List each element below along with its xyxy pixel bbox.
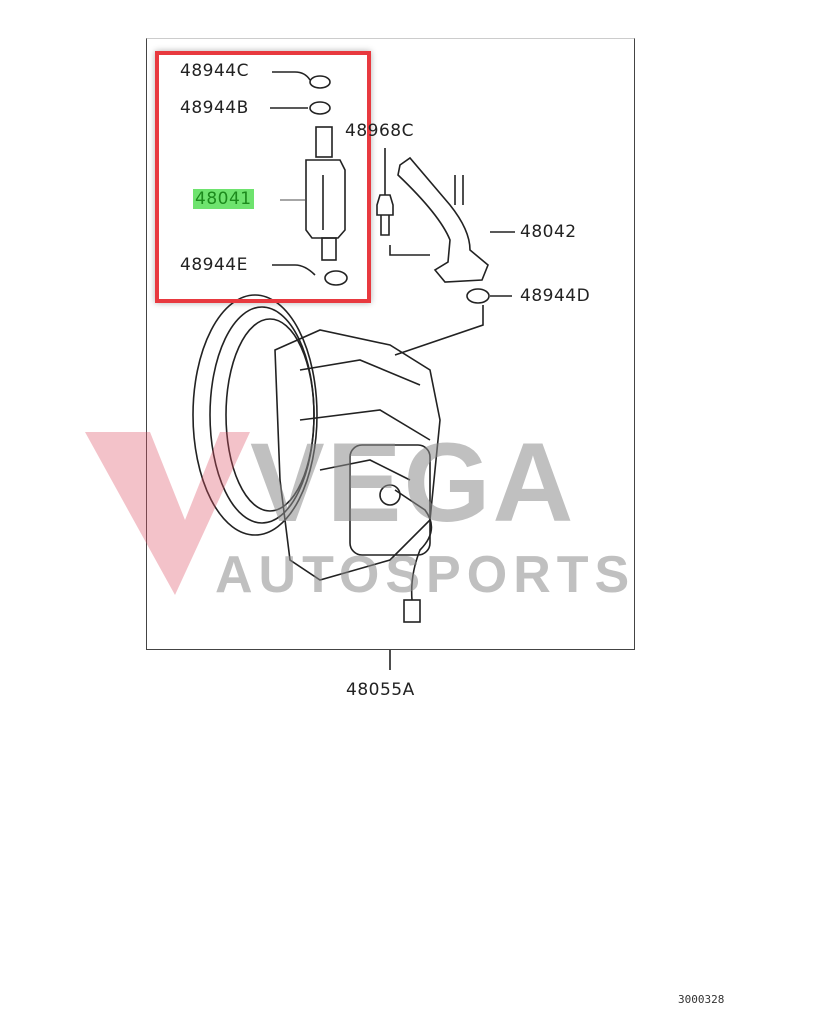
part-label-48944b[interactable]: 48944B bbox=[180, 98, 249, 118]
diagram-code: 3000328 bbox=[678, 993, 725, 1006]
oring-48944d bbox=[466, 288, 490, 304]
bolt-48968c bbox=[376, 194, 394, 236]
part-label-48968c[interactable]: 48968C bbox=[345, 121, 414, 141]
oring-48944c bbox=[309, 75, 331, 89]
vega-logo-mark bbox=[85, 432, 250, 595]
diagram-frame bbox=[146, 38, 635, 650]
pressure-switch-48041 bbox=[305, 126, 346, 261]
watermark-vega: VEGA bbox=[250, 420, 576, 545]
pipe-48042 bbox=[397, 156, 489, 283]
pump-body bbox=[192, 294, 441, 623]
oring-48944b bbox=[309, 101, 331, 115]
selection-box bbox=[155, 51, 371, 303]
part-label-48944e[interactable]: 48944E bbox=[180, 255, 248, 275]
leader-48944e bbox=[272, 264, 316, 276]
part-label-48055a[interactable]: 48055A bbox=[346, 680, 415, 700]
oring-48944e bbox=[324, 270, 348, 286]
part-label-48041[interactable]: 48041 bbox=[193, 189, 254, 209]
leader-48944c bbox=[272, 71, 311, 81]
part-label-48042[interactable]: 48042 bbox=[520, 222, 577, 242]
watermark-autosports: AUTOSPORTS bbox=[215, 546, 636, 604]
part-label-48944c[interactable]: 48944C bbox=[180, 61, 249, 81]
part-label-48944d[interactable]: 48944D bbox=[520, 286, 591, 306]
